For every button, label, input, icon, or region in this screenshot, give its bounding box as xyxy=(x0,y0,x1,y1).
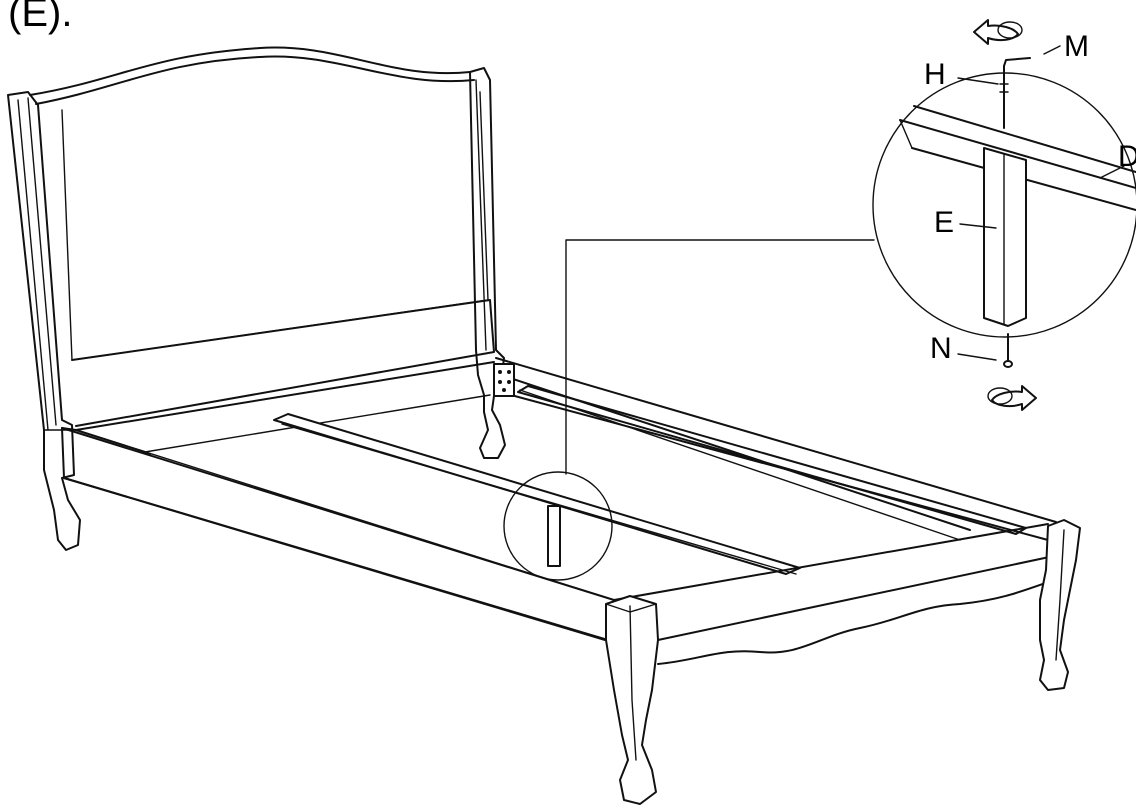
rotate-arrow-icon-bottom xyxy=(987,385,1037,411)
center-rail xyxy=(273,413,801,575)
label-d: D xyxy=(1118,140,1136,173)
bed-frame xyxy=(61,357,1057,665)
label-m: M xyxy=(1064,30,1089,63)
support-leg-e xyxy=(983,147,1027,327)
rotate-arrow-icon-top xyxy=(973,19,1023,45)
label-h: H xyxy=(924,58,946,91)
headboard xyxy=(7,46,506,551)
headboard-panel xyxy=(29,46,471,96)
detail-callout-large xyxy=(872,45,1136,368)
front-right-leg xyxy=(1039,519,1081,691)
caption-fragment: (E). xyxy=(8,0,72,35)
label-n: N xyxy=(930,332,952,365)
headboard-right-post xyxy=(469,67,506,459)
support-leg-small xyxy=(547,505,561,567)
front-left-leg xyxy=(605,595,659,805)
label-e: E xyxy=(934,206,954,239)
detail-callout-small xyxy=(503,239,875,581)
headboard-left-post xyxy=(7,91,81,551)
